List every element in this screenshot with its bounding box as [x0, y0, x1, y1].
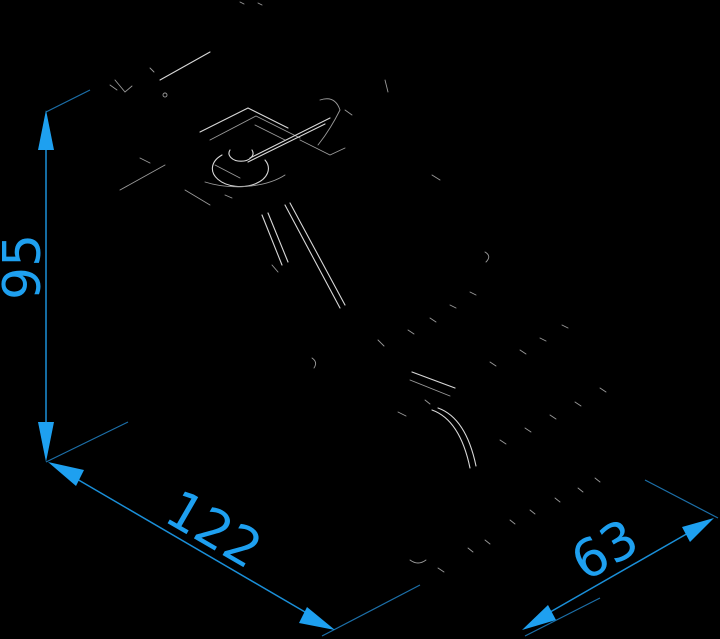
- height-arrow-top: [38, 110, 54, 150]
- product-line-art: [109, 1, 607, 573]
- height-arrow-bottom: [38, 422, 54, 462]
- depth-arrow-right: [682, 518, 714, 542]
- width-arrow-left: [48, 462, 84, 486]
- extension-lines: [45, 89, 719, 637]
- depth-dimension: 63: [522, 508, 714, 630]
- right-extension-line: [644, 479, 719, 519]
- width-arrow-right: [299, 607, 335, 630]
- depth-dimension-line: [544, 531, 691, 616]
- front-extension-line: [321, 584, 421, 637]
- front-right-extension-line: [524, 597, 601, 637]
- top-extension-line: [45, 89, 91, 113]
- depth-arrow-left: [522, 605, 556, 630]
- bottom-extension-line: [45, 421, 129, 463]
- width-dimension-line: [69, 474, 306, 613]
- height-label: 95: [0, 234, 53, 300]
- width-label: 122: [156, 479, 272, 581]
- width-dimension: 122: [48, 462, 335, 630]
- depth-label: 63: [562, 508, 649, 593]
- height-dimension: 95: [0, 110, 54, 462]
